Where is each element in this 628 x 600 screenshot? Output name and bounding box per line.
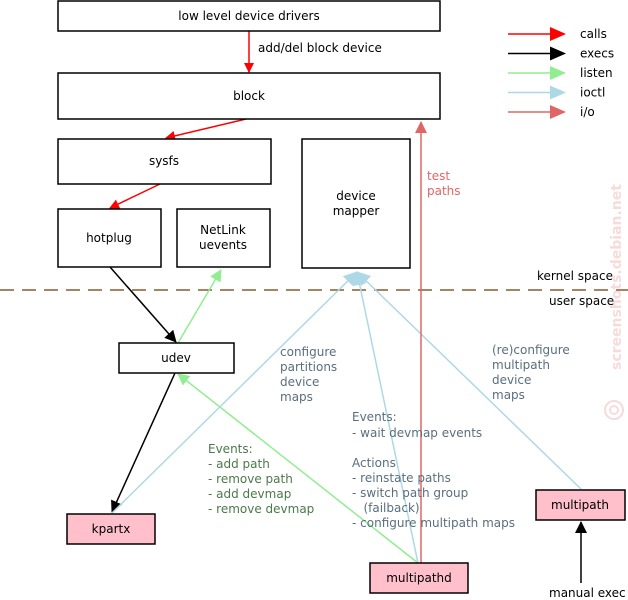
mpd-events-line2: - wait devmap events: [352, 426, 482, 440]
reconfigure-line3: device: [492, 373, 531, 387]
udev-events-line2: - add path: [208, 457, 270, 471]
device-mapper-label-line2: mapper: [333, 204, 380, 218]
drivers-label: low level device drivers: [178, 9, 319, 23]
arrow-block-to-sysfs: [165, 118, 247, 141]
legend-arrowhead-icon: [550, 46, 566, 61]
arrow-udev-to-kpartx: [111, 372, 176, 513]
netlink-label-line1: NetLink: [200, 223, 246, 237]
legend-arrowhead-icon: [550, 105, 566, 119]
test-paths-line2: paths: [427, 184, 461, 198]
legend-arrowhead-icon: [550, 66, 566, 80]
block-box: block: [57, 72, 441, 120]
legend-arrowhead-icon: [550, 85, 566, 100]
legend: calls execs listen ioctl i/o: [508, 27, 614, 119]
add-del-label: add/del block device: [258, 41, 382, 55]
arrow-multipathd-to-devmapper: [352, 271, 419, 564]
configure-line1: configure: [280, 345, 336, 359]
netlink-label-line2: uevents: [199, 238, 247, 252]
udev-events-label: Events: - add path - remove path - add d…: [208, 442, 314, 516]
hotplug-box: hotplug: [57, 208, 162, 268]
watermark: screenshots.debian.net: [604, 184, 625, 420]
udev-events-line3: - remove path: [208, 472, 293, 486]
legend-label: i/o: [580, 105, 595, 119]
legend-item: execs: [508, 46, 614, 61]
watermark-text: screenshots.debian.net: [609, 184, 625, 370]
mpd-actions-line3: - switch path group: [352, 486, 468, 500]
kpartx-label: kpartx: [92, 522, 131, 536]
kernel-space-label: kernel space: [537, 269, 613, 283]
udev-events-line1: Events:: [208, 442, 253, 456]
arrow-sysfs-to-hotplug: [109, 183, 161, 209]
test-paths-label: test paths: [427, 169, 461, 198]
legend-item: i/o: [508, 105, 595, 119]
udev-events-line4: - add devmap: [208, 487, 291, 501]
reconfigure-line1: (re)configure: [492, 343, 570, 357]
block-label: block: [233, 89, 265, 103]
configure-line2: partitions: [280, 360, 337, 374]
configure-line3: device: [280, 375, 319, 389]
test-paths-line1: test: [427, 169, 450, 183]
reconfigure-multipath-label: (re)configure multipath device maps: [492, 343, 570, 402]
arrow-hotplug-to-udev: [109, 266, 177, 343]
arrow-udev-to-netlink: [177, 269, 222, 344]
multipath-label: multipath: [551, 498, 609, 512]
sysfs-label: sysfs: [149, 154, 179, 168]
device-mapper-box: device mapper: [301, 138, 411, 269]
legend-label: execs: [580, 47, 614, 61]
debian-swirl-inner-icon: [609, 405, 619, 415]
sysfs-box: sysfs: [57, 138, 272, 185]
configure-partitions-label: configure partitions device maps: [280, 345, 337, 404]
arrow-multipath-to-devmapper: [356, 271, 582, 490]
device-mapper-label-line1: device: [336, 189, 375, 203]
legend-item: ioctl: [508, 85, 605, 100]
hotplug-label: hotplug: [86, 231, 132, 245]
mpd-events-line1: Events:: [352, 410, 397, 424]
udev-events-line5: - remove devmap: [208, 502, 314, 516]
netlink-box: NetLink uevents: [176, 208, 271, 268]
mpd-actions-line1: Actions: [352, 456, 396, 470]
configure-line4: maps: [280, 390, 313, 404]
legend-item: listen: [508, 66, 613, 80]
drivers-box: low level device drivers: [57, 0, 441, 32]
arrow-kpartx-to-devmapper: [111, 271, 358, 514]
reconfigure-line2: multipath: [492, 358, 550, 372]
legend-label: calls: [580, 27, 607, 41]
multipathd-events-label: Events: - wait devmap events Actions - r…: [352, 410, 515, 530]
legend-label: ioctl: [580, 86, 605, 100]
manual-exec-label: manual exec: [549, 586, 626, 600]
reconfigure-line4: maps: [492, 388, 525, 402]
mpd-actions-line5: - configure multipath maps: [352, 516, 515, 530]
user-space-label: user space: [549, 294, 614, 308]
kpartx-box: kpartx: [66, 513, 156, 545]
multipathd-label: multipathd: [386, 571, 452, 585]
udev-label: udev: [161, 351, 191, 365]
multipath-box: multipath: [535, 489, 626, 521]
mpd-actions-line2: - reinstate paths: [352, 471, 451, 485]
debian-swirl-icon: [604, 400, 624, 420]
legend-item: calls: [508, 27, 607, 41]
udev-box: udev: [118, 342, 235, 374]
mpd-actions-line4: (failback): [352, 501, 420, 515]
legend-label: listen: [580, 66, 613, 80]
legend-arrowhead-icon: [550, 27, 566, 41]
arrow-multipathd-to-udev: [177, 373, 419, 564]
multipathd-box: multipathd: [369, 562, 469, 594]
